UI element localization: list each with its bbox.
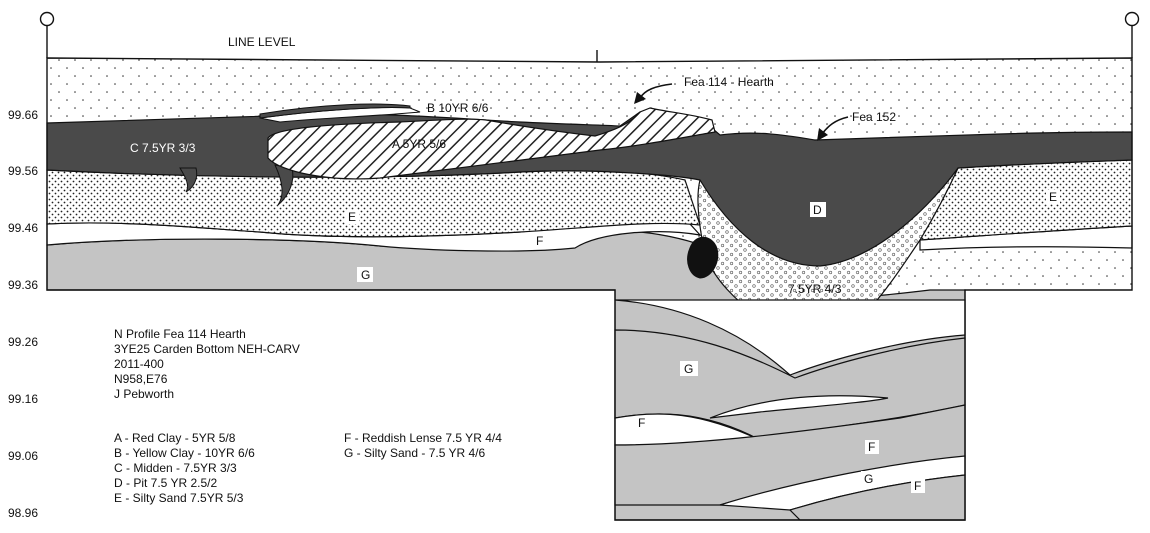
label-box-f-lower2 [911,479,925,493]
profile-outline [46,57,1133,521]
label-box-e-right [1046,190,1060,204]
legend-item: D - Pit 7.5 YR 2.5/2 [114,476,218,490]
line-level-label: LINE LEVEL [228,35,296,49]
profile-info-line: 3YE25 Carden Bottom NEH-CARV [114,342,300,356]
elevation-label: 99.16 [8,392,39,406]
elevation-label: 99.66 [8,108,39,122]
pit-arrowhead [817,128,828,141]
midden-drip [274,164,294,206]
label-box-d [810,202,826,217]
elevation-label: 99.46 [8,221,39,235]
elevation-label: 99.06 [8,449,39,463]
profile-info: N Profile Fea 114 Hearth 3YE25 Carden Bo… [114,327,300,402]
elevation-label: 99.26 [8,335,39,349]
legend-item: A - Red Clay - 5YR 5/8 [114,431,236,445]
f-unit-label: F [638,416,645,430]
legend-item: B - Yellow Clay - 10YR 6/6 [114,446,255,460]
elevation-label: 99.36 [8,278,39,292]
layer-f-upper-label: F [536,234,543,248]
lower-lense [709,395,889,419]
label-box-e-left [345,210,359,224]
layer-b-dark-cap [259,103,411,119]
charcoal-lump [687,236,719,279]
legend-item: G - Silty Sand - 7.5 YR 4/6 [344,446,486,460]
label-box-c [126,140,212,155]
legend-left: A - Red Clay - 5YR 5/8 B - Yellow Clay -… [114,431,255,506]
g-unit-label: G [684,362,693,376]
label-box-g-upper [357,267,373,282]
layer-g-upper-label: G [361,268,370,282]
label-box-g-unit [680,361,698,376]
elevation-label: 98.96 [8,506,39,520]
label-box-g-lower [861,471,879,486]
hearth-feature-label: Fea 114 - Hearth [684,75,774,89]
profile-info-line: N Profile Fea 114 Hearth [114,327,246,341]
legend-item: F - Reddish Lense 7.5 YR 4/4 [344,431,502,445]
hearth-arrowhead [634,92,646,104]
elevation-label: 99.56 [8,164,39,178]
layer-e-left-label: E [348,210,356,224]
legend-right: F - Reddish Lense 7.5 YR 4/4 G - Silty S… [344,431,502,461]
layer-c-label: C 7.5YR 3/3 [130,141,196,155]
f-lower1-label: F [868,440,875,454]
midden-drip [179,167,198,193]
profile-info-line: J Pebworth [114,387,175,401]
legend-item: E - Silty Sand 7.5YR 5/3 [114,491,244,505]
layer-a [267,107,716,180]
layer-b-label: B 10YR 6/6 [427,101,489,115]
layer-d-label: D [813,203,822,217]
layer-a-label: A 5YR 5/6 [392,137,446,151]
profile-info-line: 2011-400 [114,357,164,371]
datum-nail-left [39,11,55,27]
f-lower2-label: F [914,479,921,493]
pit-fill-label: 7.5YR 4/3 [788,282,842,296]
legend-item: C - Midden - 7.5YR 3/3 [114,461,237,475]
label-box-f-lower1 [865,440,879,454]
datum-nail-right [1124,11,1140,27]
profile-info-line: N958,E76 [114,372,168,386]
g-lower-label: G [864,472,873,486]
pit-feature-label: Fea 152 [852,110,896,124]
layer-e-right-label: E [1049,190,1057,204]
